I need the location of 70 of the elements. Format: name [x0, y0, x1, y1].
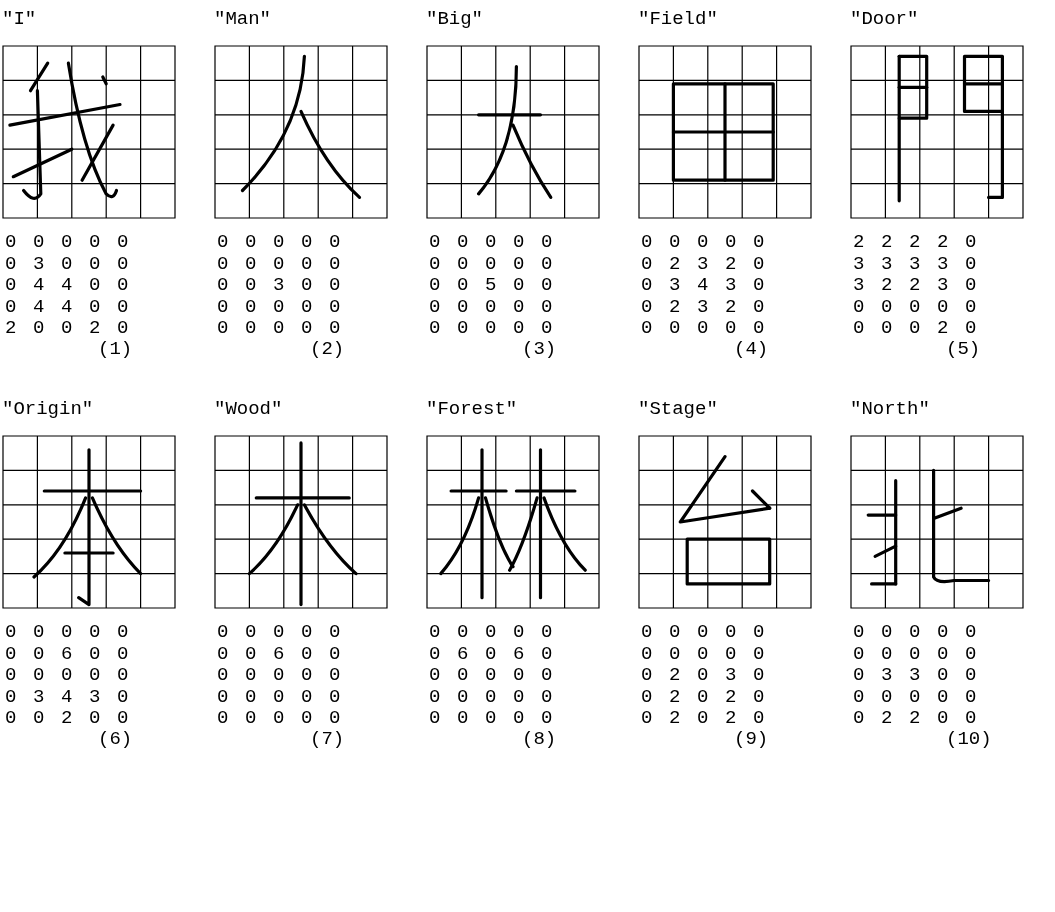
figure-number: (8)	[522, 730, 557, 749]
matrix-row: 0 0 0 0 0	[5, 623, 129, 642]
matrix-row: 0 0 0 0 0	[217, 254, 341, 274]
matrix-row: 0 0 0 0 0	[853, 687, 977, 707]
matrix-row: 2 2 2 2 0	[853, 233, 977, 252]
character-gloss: "Door"	[850, 10, 919, 29]
figure-number: (3)	[522, 340, 557, 359]
figure-number: (2)	[310, 340, 345, 359]
matrix-row: 0 0 0 0 0	[429, 254, 553, 274]
figure-number: (1)	[98, 340, 133, 359]
matrix-row: 0 0 0 0 0	[429, 233, 553, 252]
matrix-row: 0 0 0 0 0	[429, 709, 553, 728]
matrix-row: 0 2 0 3 0	[641, 666, 765, 685]
character-gloss: "Field"	[638, 10, 718, 29]
figure-number: (10)	[946, 730, 992, 749]
matrix-row: 3 3 3 3 0	[853, 254, 977, 274]
matrix-row: 0 0 0 0 0	[429, 623, 553, 642]
matrix-row: 0 0 0 0 0	[641, 644, 765, 664]
matrix-row: 0 0 0 0 0	[5, 666, 129, 685]
matrix-row: 0 2 3 2 0	[641, 297, 765, 317]
matrix-row: 0 0 0 2 0	[853, 319, 977, 338]
character-gloss: "Origin"	[2, 400, 94, 419]
matrix-row: 3 2 2 3 0	[853, 276, 977, 295]
matrix-row: 2 0 0 2 0	[5, 319, 129, 338]
matrix-row: 0 0 5 0 0	[429, 276, 553, 295]
matrix-row: 0 0 0 0 0	[217, 666, 341, 685]
matrix-row: 0 2 0 2 0	[641, 709, 765, 728]
matrix-row: 0 0 0 0 0	[429, 666, 553, 685]
matrix-row: 0 3 4 3 0	[641, 276, 765, 295]
matrix-row: 0 0 0 0 0	[217, 709, 341, 728]
matrix-row: 0 0 6 0 0	[5, 644, 129, 664]
matrix-row: 0 0 6 0 0	[217, 644, 341, 664]
matrix-row: 0 0 0 0 0	[429, 687, 553, 707]
matrix-row: 0 3 4 3 0	[5, 687, 129, 707]
character-gloss: "I"	[2, 10, 37, 29]
figure-number: (6)	[98, 730, 133, 749]
matrix-row: 0 0 0 0 0	[641, 623, 765, 642]
matrix-row: 0 0 0 0 0	[217, 623, 341, 642]
character-gloss: "Forest"	[426, 400, 518, 419]
matrix-row: 0 4 4 0 0	[5, 276, 129, 295]
matrix-row: 0 0 0 0 0	[853, 644, 977, 664]
matrix-row: 0 0 0 0 0	[5, 233, 129, 252]
matrix-row: 0 0 0 0 0	[429, 319, 553, 338]
character-gloss: "Big"	[426, 10, 483, 29]
matrix-row: 0 4 4 0 0	[5, 297, 129, 317]
character-gloss: "Stage"	[638, 400, 718, 419]
figure-number: (5)	[946, 340, 981, 359]
matrix-row: 0 0 0 0 0	[853, 297, 977, 317]
character-gloss: "Man"	[214, 10, 271, 29]
matrix-row: 0 2 3 2 0	[641, 254, 765, 274]
figure-number: (4)	[734, 340, 769, 359]
matrix-row: 0 0 3 0 0	[217, 276, 341, 295]
matrix-row: 0 0 0 0 0	[217, 233, 341, 252]
matrix-row: 0 3 3 0 0	[853, 666, 977, 685]
matrix-row: 0 0 0 0 0	[217, 687, 341, 707]
matrix-row: 0 3 0 0 0	[5, 254, 129, 274]
matrix-row: 0 0 0 0 0	[641, 233, 765, 252]
matrix-row: 0 2 2 0 0	[853, 709, 977, 728]
matrix-row: 0 0 0 0 0	[217, 297, 341, 317]
matrix-row: 0 0 0 0 0	[641, 319, 765, 338]
matrix-row: 0 0 0 0 0	[853, 623, 977, 642]
character-gloss: "Wood"	[214, 400, 283, 419]
matrix-row: 0 2 0 2 0	[641, 687, 765, 707]
matrix-row: 0 0 0 0 0	[217, 319, 341, 338]
matrix-row: 0 0 2 0 0	[5, 709, 129, 728]
matrix-row: 0 6 0 6 0	[429, 644, 553, 664]
character-gloss: "North"	[850, 400, 930, 419]
figure-number: (9)	[734, 730, 769, 749]
figure-number: (7)	[310, 730, 345, 749]
matrix-row: 0 0 0 0 0	[429, 297, 553, 317]
